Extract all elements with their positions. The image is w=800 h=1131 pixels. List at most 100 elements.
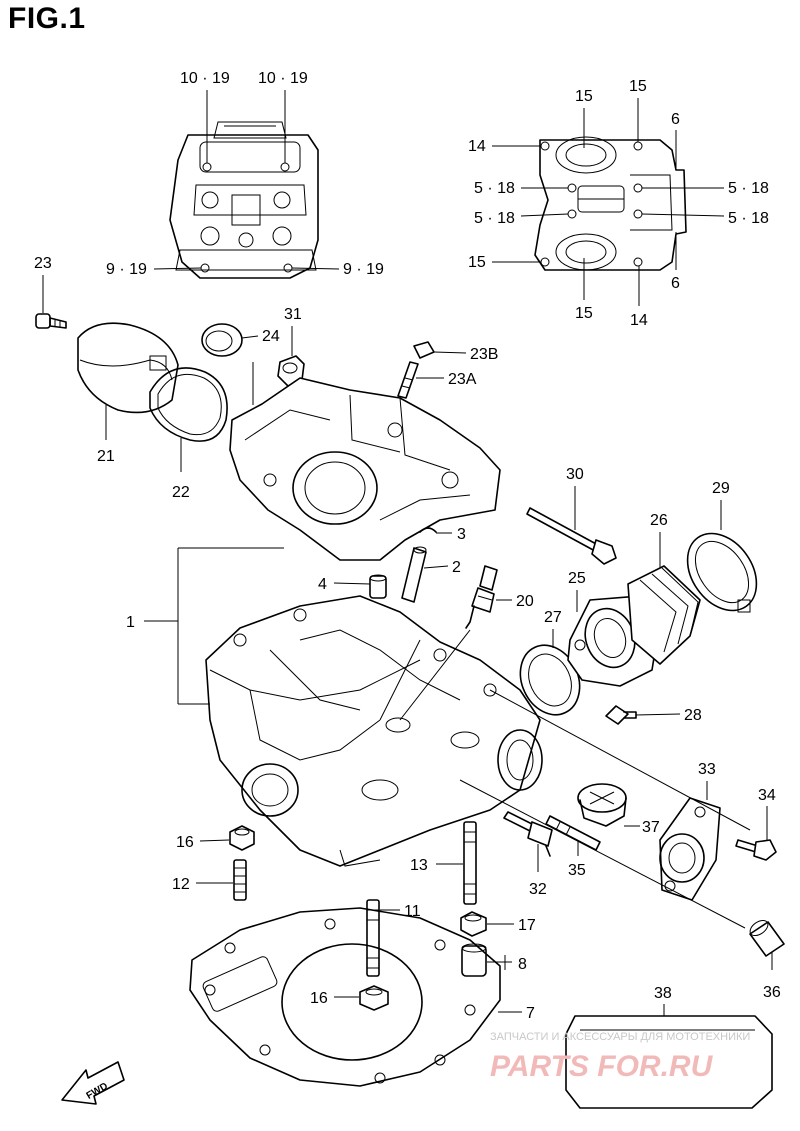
callout-label: 23B: [470, 346, 498, 363]
callout-28: 28: [684, 707, 702, 724]
callout-10-19-right: 10 · 19: [258, 70, 308, 163]
callout-15-bottom: 15: [575, 258, 593, 322]
dowel-4: [333, 574, 387, 599]
callout-15-top-b: 15: [629, 78, 647, 142]
head-top-view-detail: [169, 121, 319, 279]
stud-11: [366, 899, 400, 977]
cylinder-head-gasket-7: [189, 907, 522, 1087]
watermark: ЗАПЧАСТИ И АКСЕССУАРЫ ДЛЯ МОТОТЕХНИКИ PA…: [490, 1031, 750, 1083]
watermark-logo: PARTS FOR.RU: [490, 1050, 714, 1083]
alignment-lines: [252, 362, 751, 929]
clamp-29: [686, 532, 758, 613]
callout-label: 28: [684, 707, 702, 724]
callout-20: 20: [516, 593, 534, 610]
plug-24: [201, 323, 243, 357]
callout-label: 5 · 18: [728, 210, 769, 227]
intake-boot-26: [627, 565, 701, 665]
clip-3: [419, 527, 452, 534]
callout-label: 35: [568, 862, 586, 879]
callout-30: 30: [566, 466, 584, 530]
callout-label: 15: [575, 88, 593, 105]
screw-28: [605, 705, 681, 725]
thermostat-37: [577, 783, 640, 827]
callout-5-18-right-b: 5 · 18: [641, 210, 769, 227]
figure-title: FIG.1: [8, 2, 86, 35]
callout-25: 25: [568, 570, 586, 612]
callout-label: 38: [654, 985, 672, 1002]
callout-label: 7: [526, 1005, 535, 1022]
callout-label: 23A: [448, 371, 477, 388]
callout-6-bottom: 6: [671, 232, 680, 292]
callout-12: 12: [172, 876, 190, 893]
stud-13: [436, 821, 477, 905]
callout-38: 38: [654, 985, 672, 1016]
callout-27: 27: [544, 609, 562, 648]
callout-label: 16: [176, 834, 194, 851]
callout-3: 3: [457, 526, 466, 543]
callout-14-bottom: 14: [630, 266, 648, 329]
callout-label: 33: [698, 761, 716, 778]
callout-16-lower: 16: [310, 990, 328, 1007]
callout-label: 14: [630, 312, 648, 329]
watermark-caption: ЗАПЧАСТИ И АКСЕССУАРЫ ДЛЯ МОТОТЕХНИКИ: [490, 1031, 750, 1043]
callout-9-19-left: 9 · 19: [106, 261, 202, 278]
callout-33: 33: [698, 761, 716, 800]
callout-7: 7: [526, 1005, 535, 1022]
callout-label: 15: [575, 305, 593, 322]
callout-13: 13: [410, 857, 428, 874]
callout-label: 22: [172, 484, 190, 501]
callout-9-19-right: 9 · 19: [291, 261, 384, 278]
callout-17: 17: [518, 917, 536, 934]
callout-24: 24: [241, 328, 280, 345]
callout-label: 32: [529, 881, 547, 898]
callout-label: 5 · 18: [474, 180, 515, 197]
bolt-23: [35, 313, 67, 329]
callout-35: 35: [568, 840, 586, 879]
nut-16-upper: [199, 825, 255, 851]
callout-23: 23: [34, 255, 52, 313]
callout-label: 10 · 19: [258, 70, 308, 87]
callout-label: 15: [468, 254, 486, 271]
spark-plug-20: [465, 565, 512, 629]
callout-15-bottom-left: 15: [468, 254, 541, 271]
callout-22: 22: [172, 438, 190, 501]
callout-label: 17: [518, 917, 536, 934]
head-cover-upper: [229, 377, 501, 561]
callout-label: 16: [310, 990, 328, 1007]
callout-label: 13: [410, 857, 428, 874]
callout-label: 37: [642, 819, 660, 836]
gasket-kit-38: [565, 1015, 773, 1109]
callout-label: 27: [544, 609, 562, 626]
callout-label: 15: [629, 78, 647, 95]
bolt-30: [526, 507, 617, 565]
callout-label: 12: [172, 876, 190, 893]
head-side-view-detail: [534, 136, 687, 271]
callout-6-top: 6: [671, 111, 680, 168]
callout-label: 31: [284, 306, 302, 323]
callout-2: 2: [452, 559, 461, 576]
gasket-22: [149, 367, 228, 442]
fwd-direction-arrow: FWD: [61, 1061, 125, 1105]
bolt-23b: [413, 341, 467, 359]
callout-5-18-left-b: 5 · 18: [474, 210, 569, 227]
stud-12: [196, 859, 247, 901]
callout-32: 32: [529, 844, 547, 898]
callout-36: 36: [763, 952, 781, 1001]
callout-label: 3: [457, 526, 466, 543]
callout-1: 1: [126, 547, 284, 705]
bolt-34: [735, 839, 777, 861]
callout-label: 2: [452, 559, 461, 576]
callout-label: 9 · 19: [343, 261, 384, 278]
callout-5-18-right-a: 5 · 18: [642, 180, 769, 197]
callout-label: 25: [568, 570, 586, 587]
callout-label: 1: [126, 614, 135, 631]
callout-label: 23: [34, 255, 52, 272]
thermostat-housing-33: [659, 797, 721, 901]
callout-label: 4: [318, 576, 327, 593]
callout-label: 29: [712, 480, 730, 497]
callout-label: 20: [516, 593, 534, 610]
callout-label: 34: [758, 787, 776, 804]
callout-4: 4: [318, 576, 327, 593]
callout-label: 9 · 19: [106, 261, 147, 278]
callout-label: 30: [566, 466, 584, 483]
